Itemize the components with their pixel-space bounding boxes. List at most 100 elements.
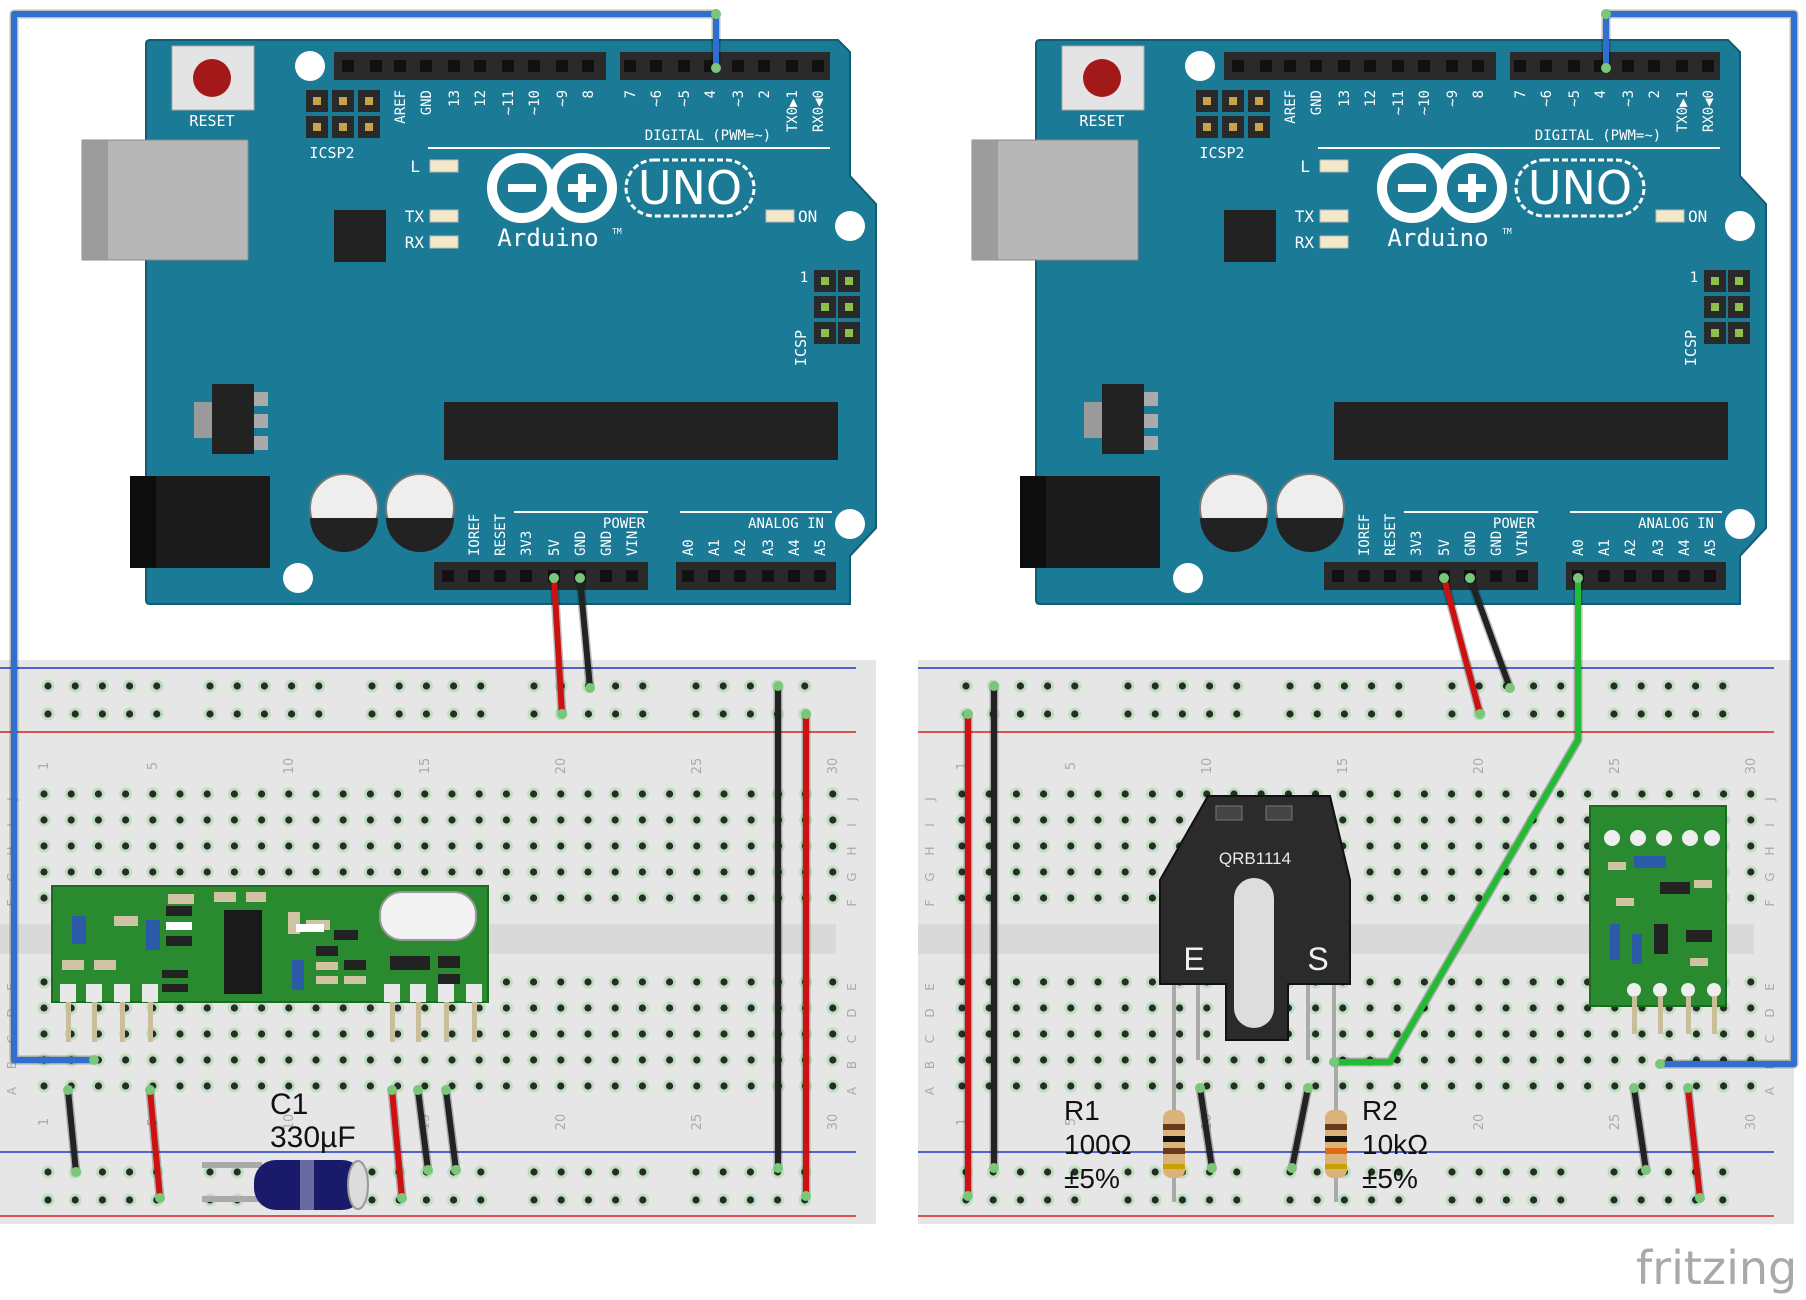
row-letter: D (845, 1008, 859, 1017)
sensor-leg (1306, 984, 1310, 1060)
breadboard-hole (1395, 710, 1403, 718)
breadboard-hole (1556, 816, 1564, 824)
breadboard-hole (67, 790, 75, 798)
breadboard-hole (368, 1168, 376, 1176)
breadboard-hole (176, 790, 184, 798)
breadboard-hole (366, 1004, 374, 1012)
breadboard-hole (98, 1196, 106, 1204)
breadboard-hole (1366, 868, 1374, 876)
icsp2-pin (365, 97, 373, 105)
column-number: 5 (1064, 1118, 1079, 1126)
power-pin-label: A3 (761, 539, 777, 556)
digital-pin-label: RX0◀0 (1701, 90, 1717, 132)
breadboard-hole (1637, 710, 1645, 718)
breadboard-hole (1393, 978, 1401, 986)
breadboard-hole (720, 868, 728, 876)
breadboard-hole (1094, 894, 1102, 902)
header-socket (650, 60, 662, 72)
header-socket (1332, 570, 1344, 582)
breadboard-hole (502, 978, 510, 986)
breadboard-hole (1368, 1196, 1376, 1204)
breadboard-hole (1692, 710, 1700, 718)
breadboard-hole (285, 868, 293, 876)
breadboard-hole (475, 1056, 483, 1064)
header-socket (420, 60, 432, 72)
breadboard-hole (1502, 816, 1510, 824)
breadboard-hole (1368, 710, 1376, 718)
breadboard-hole (638, 978, 647, 986)
breadboard-hole (502, 1056, 510, 1064)
digital-pin-label: ~5 (1567, 90, 1583, 107)
digital-pin-label: GND (1309, 90, 1325, 115)
breadboard-hole (639, 682, 647, 690)
header-socket (468, 570, 480, 582)
breadboard-hole (1448, 1196, 1456, 1204)
icsp-pin (1735, 303, 1743, 311)
breadboard-hole (339, 1004, 347, 1012)
wire-5v-right-end (1475, 709, 1485, 719)
breadboard-hole (1040, 816, 1048, 824)
breadboard-hole (1420, 978, 1428, 986)
breadboard-hole (611, 816, 619, 824)
wire-module-gnd-left (65, 1087, 79, 1175)
breadboard-hole (1366, 842, 1374, 850)
breadboard-hole (747, 1056, 755, 1064)
breadboard-hole (1071, 1168, 1079, 1176)
breadboard-hole (1747, 978, 1755, 986)
breadboard-hole (1610, 682, 1618, 690)
row-letter: C (845, 1035, 859, 1043)
breadboard-hole (448, 842, 456, 850)
breadboard-hole (1448, 894, 1456, 902)
breadboard-hole (1747, 1082, 1755, 1090)
breadboard-hole (1340, 710, 1348, 718)
column-number: 25 (1608, 758, 1623, 775)
wire-module-vcc-right-end (1695, 1193, 1705, 1203)
breadboard-hole (829, 1030, 837, 1038)
digital-pin-label: ~3 (1621, 90, 1637, 107)
breadboard-hole (530, 1056, 538, 1064)
breadboard-hole (285, 790, 293, 798)
breadboard-hole (233, 1168, 241, 1176)
module-pin (390, 1002, 395, 1042)
breadboard-hole (366, 1082, 374, 1090)
header-socket (1568, 60, 1580, 72)
status-led (1319, 159, 1349, 173)
breadboard-hole (153, 682, 161, 690)
breadboard-hole (829, 978, 837, 986)
breadboard-hole (638, 1056, 647, 1064)
breadboard-hole (126, 1168, 134, 1176)
breadboard-hole (1178, 710, 1186, 718)
breadboard-hole (285, 1082, 293, 1090)
breadboard-hole (366, 816, 374, 824)
breadboard-hole (962, 682, 970, 690)
icsp2-label: ICSP2 (309, 144, 354, 162)
power-header (434, 562, 648, 590)
breadboard-hole (421, 1004, 429, 1012)
module-pin-header (142, 984, 158, 1002)
breadboard-hole (1475, 842, 1483, 850)
breadboard-hole (829, 868, 837, 876)
breadboard-hole (1395, 1196, 1403, 1204)
breadboard-hole (394, 1004, 402, 1012)
breadboard-hole (149, 868, 157, 876)
column-number: 20 (554, 758, 569, 775)
voltage-regulator (1102, 384, 1144, 454)
wire-r2-gnd-end (1303, 1083, 1313, 1093)
breadboard-hole (1016, 710, 1024, 718)
qrb1114-sensor (1159, 795, 1351, 1060)
breadboard-hole (475, 1004, 483, 1012)
breadboard-hole (1094, 790, 1102, 798)
breadboard-hole (1121, 978, 1129, 986)
breadboard-hole (611, 1082, 619, 1090)
r2-value: 10kΩ (1362, 1129, 1428, 1160)
wire-module-gnd3-left-end (451, 1165, 461, 1175)
breadboard-hole (477, 1168, 485, 1176)
breadboard-hole (206, 1168, 214, 1176)
breadboard-hole (258, 868, 266, 876)
icsp-label: ICSP (792, 330, 810, 366)
breadboard-hole (1529, 1056, 1537, 1064)
breadboard-hole (638, 1030, 647, 1038)
breadboard-hole (448, 1056, 456, 1064)
breadboard-hole (1016, 1196, 1024, 1204)
breadboard-hole (44, 682, 52, 690)
